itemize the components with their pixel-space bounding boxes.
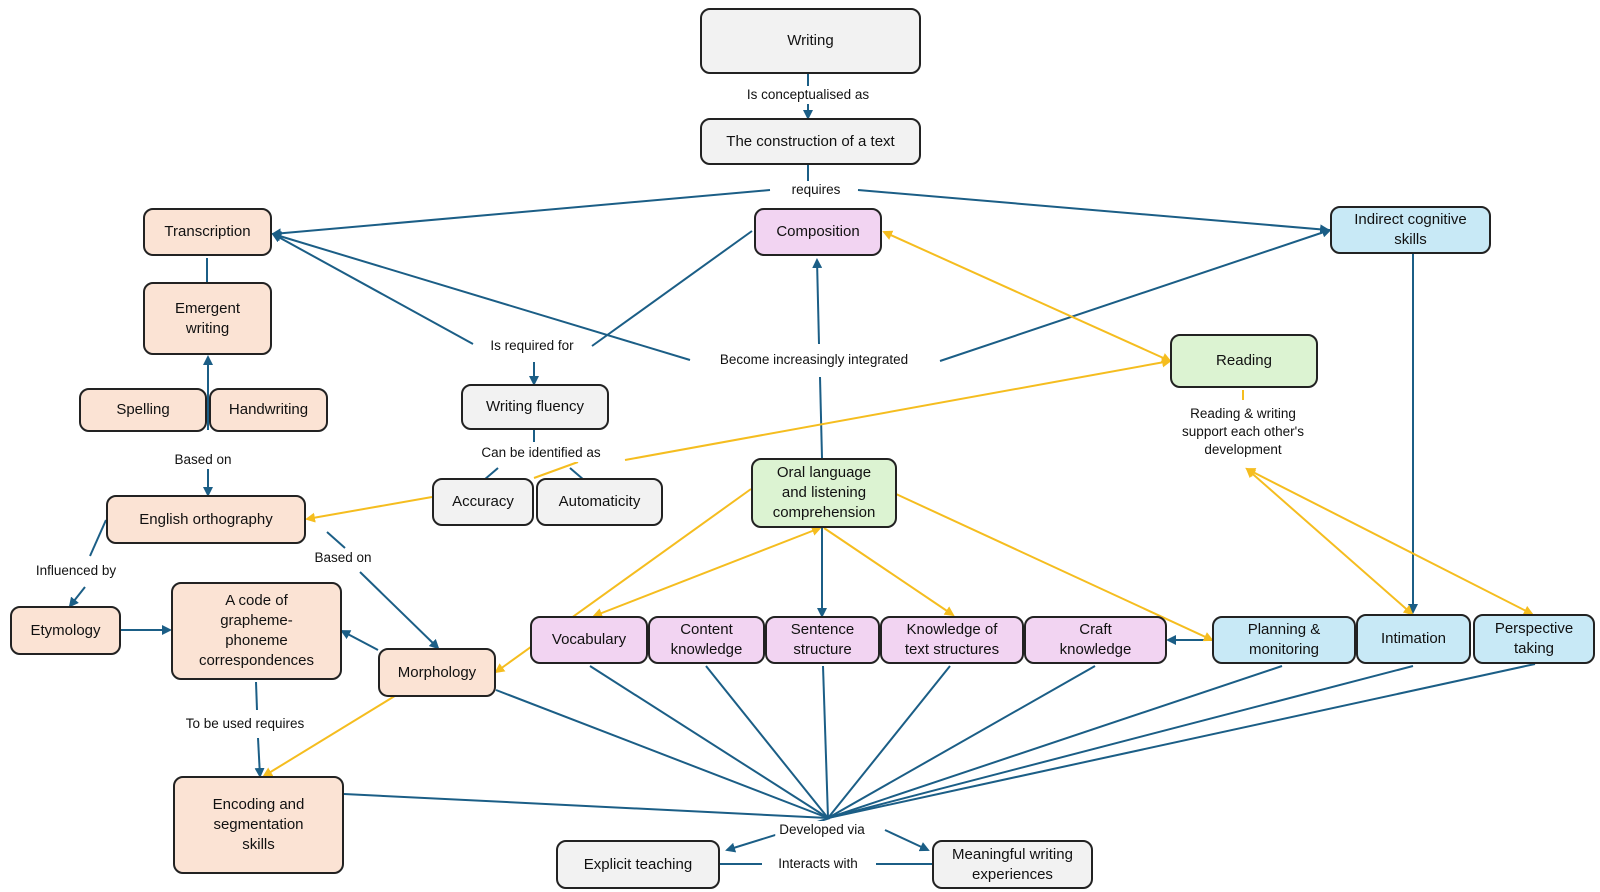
node-encoding-segmentation[interactable]: Encoding and segmentation skills <box>173 776 344 874</box>
node-content-knowledge[interactable]: Content knowledge <box>648 616 765 664</box>
node-emergent-writing[interactable]: Emergent writing <box>143 282 272 355</box>
node-accuracy[interactable]: Accuracy <box>432 478 534 526</box>
label-to-be-used-requires: To be used requires <box>181 715 309 733</box>
node-text-structures[interactable]: Knowledge of text structures <box>880 616 1024 664</box>
node-automaticity[interactable]: Automaticity <box>536 478 663 526</box>
node-handwriting[interactable]: Handwriting <box>209 388 328 432</box>
label-based-on-orthography: Based on <box>170 451 236 469</box>
label-is-required-for: Is required for <box>486 337 578 355</box>
node-vocabulary[interactable]: Vocabulary <box>530 616 648 664</box>
node-planning-monitoring[interactable]: Planning & monitoring <box>1212 616 1356 664</box>
node-reading[interactable]: Reading <box>1170 334 1318 388</box>
label-influenced-by: Influenced by <box>31 562 121 580</box>
node-composition[interactable]: Composition <box>754 208 882 256</box>
label-interacts-with: Interacts with <box>774 855 862 873</box>
node-construction-of-a-text[interactable]: The construction of a text <box>700 118 921 165</box>
node-sentence-structure[interactable]: Sentence structure <box>765 616 880 664</box>
label-developed-via: Developed via <box>775 821 869 839</box>
node-craft-knowledge[interactable]: Craft knowledge <box>1024 616 1167 664</box>
node-transcription[interactable]: Transcription <box>143 208 272 256</box>
label-requires: requires <box>787 181 845 199</box>
node-grapheme-phoneme-code[interactable]: A code of grapheme- phoneme corresponden… <box>171 582 342 680</box>
node-oral-language[interactable]: Oral language and listening comprehensio… <box>751 458 897 528</box>
node-etymology[interactable]: Etymology <box>10 606 121 655</box>
node-indirect-cognitive-skills[interactable]: Indirect cognitive skills <box>1330 206 1491 254</box>
node-morphology[interactable]: Morphology <box>378 648 496 697</box>
node-english-orthography[interactable]: English orthography <box>106 495 306 544</box>
node-explicit-teaching[interactable]: Explicit teaching <box>556 840 720 889</box>
node-intimation[interactable]: Intimation <box>1356 614 1471 664</box>
label-become-increasingly-integrated: Become increasingly integrated <box>715 351 913 369</box>
node-writing[interactable]: Writing <box>700 8 921 74</box>
label-based-on-morphology: Based on <box>310 549 376 567</box>
node-writing-fluency[interactable]: Writing fluency <box>461 384 609 430</box>
label-is-conceptualised-as: Is conceptualised as <box>742 86 874 104</box>
label-can-be-identified-as: Can be identified as <box>477 444 605 462</box>
node-spelling[interactable]: Spelling <box>79 388 207 432</box>
node-meaningful-writing-experiences[interactable]: Meaningful writing experiences <box>932 840 1093 889</box>
label-reading-writing-support: Reading & writing support each other's d… <box>1178 405 1308 459</box>
node-perspective-taking[interactable]: Perspective taking <box>1473 614 1595 664</box>
